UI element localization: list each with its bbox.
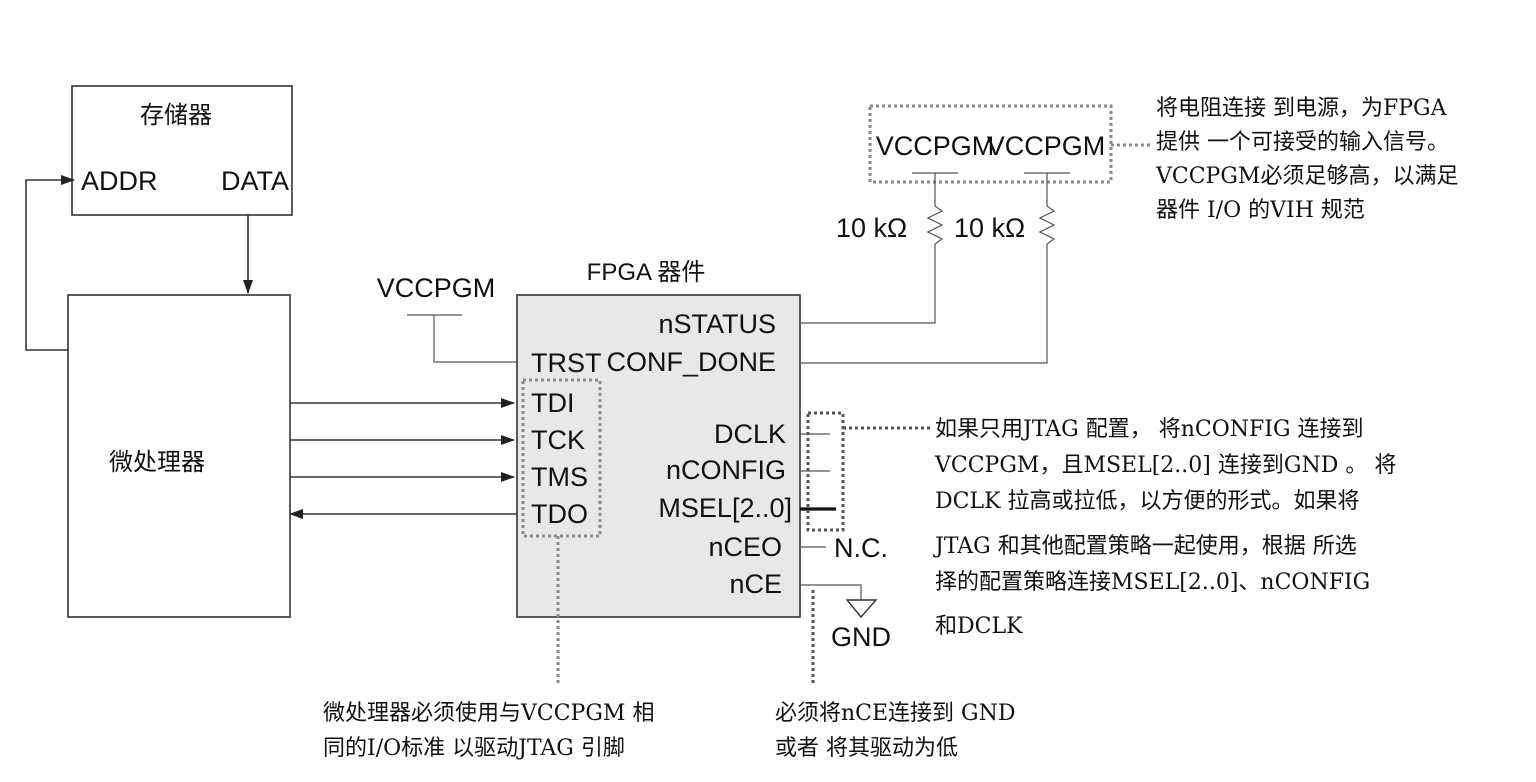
pullup-vcc2-label: VCCPGM <box>987 131 1106 161</box>
pin-trst: TRST <box>531 348 602 378</box>
resistor-2-label: 10 kΩ <box>954 213 1025 243</box>
memory-block: 存储器 ADDR DATA <box>71 85 293 216</box>
nce-note-line: 或者 将其驱动为低 <box>775 736 958 761</box>
pin-dclk: DCLK <box>714 419 786 449</box>
pullup-vcc1-label: VCCPGM <box>876 131 995 161</box>
jtag-config-note-line: VCCPGM，且MSEL[2..0] 连接到GND 。 将 <box>934 453 1396 478</box>
resistor-note: 将电阻连接 到电源，为FPGA 提供 一个可接受的输入信号。 VCCPGM必须足… <box>1155 96 1458 223</box>
nc-label: N.C. <box>834 533 888 563</box>
microprocessor-block: 微处理器 <box>67 294 291 618</box>
gnd-label: GND <box>831 622 891 652</box>
jtag-config-note-line: 择的配置策略连接MSEL[2..0]、nCONFIG <box>935 570 1370 595</box>
config-pins-highlight <box>806 411 845 532</box>
jtag-config-note-line: JTAG 和其他配置策略一起使用，根据 所选 <box>933 534 1357 559</box>
vccpgm-left-label: VCCPGM <box>377 273 496 303</box>
pin-tdi: TDI <box>531 388 575 418</box>
memory-addr-label: ADDR <box>81 166 158 196</box>
jtag-config-note-line: 和DCLK <box>935 614 1023 639</box>
memory-title: 存储器 <box>140 102 212 129</box>
micro-io-note-line: 同的I/O标准 以驱动JTAG 引脚 <box>323 736 625 761</box>
resistor-1 <box>800 173 944 324</box>
nce-note-line: 必须将nCE连接到 GND <box>775 701 1016 726</box>
pin-nceo: nCEO <box>708 532 782 562</box>
resistor-note-line: 将电阻连接 到电源，为FPGA <box>1156 96 1448 121</box>
resistor-1-label: 10 kΩ <box>836 213 907 243</box>
pin-nstatus: nSTATUS <box>658 309 776 339</box>
pin-conf-done: CONF_DONE <box>606 347 776 377</box>
resistor-note-line: VCCPGM必须足够高，以满足 <box>1155 164 1458 189</box>
pin-tdo: TDO <box>531 499 588 529</box>
fpga-device: FPGA 器件 TRST TDI TCK TMS TDO nSTATUS CON… <box>516 259 801 618</box>
resistor-2 <box>800 173 1056 364</box>
jtag-config-note-line: 如果只用JTAG 配置， 将nCONFIG 连接到 <box>935 417 1364 442</box>
memory-data-label: DATA <box>221 166 289 196</box>
jtag-config-note: 如果只用JTAG 配置， 将nCONFIG 连接到 VCCPGM，且MSEL[2… <box>933 417 1396 639</box>
fpga-title: FPGA 器件 <box>587 259 706 286</box>
pin-tms: TMS <box>531 462 588 492</box>
resistor-note-line: 器件 I/O 的VIH 规范 <box>1156 198 1365 223</box>
pin-nconfig: nCONFIG <box>666 455 786 485</box>
resistor-note-line: 提供 一个可接受的输入信号。 <box>1156 130 1449 155</box>
gnd-symbol <box>845 599 878 619</box>
jtag-pins-highlight <box>521 378 602 538</box>
micro-io-note-line: 微处理器必须使用与VCCPGM 相 <box>323 701 654 726</box>
nce-wire <box>800 584 862 600</box>
microprocessor-title: 微处理器 <box>109 449 205 476</box>
jtag-config-note-line: DCLK 拉高或拉低，以方便的形式。如果将 <box>935 489 1360 514</box>
pin-nce: nCE <box>729 569 782 599</box>
nce-note: 必须将nCE连接到 GND 或者 将其驱动为低 <box>775 701 1016 761</box>
addr-wire <box>25 175 75 351</box>
pin-tck: TCK <box>531 425 585 455</box>
trst-wire <box>433 315 517 363</box>
micro-io-note: 微处理器必须使用与VCCPGM 相 同的I/O标准 以驱动JTAG 引脚 <box>323 701 654 761</box>
pin-msel: MSEL[2..0] <box>658 493 792 523</box>
